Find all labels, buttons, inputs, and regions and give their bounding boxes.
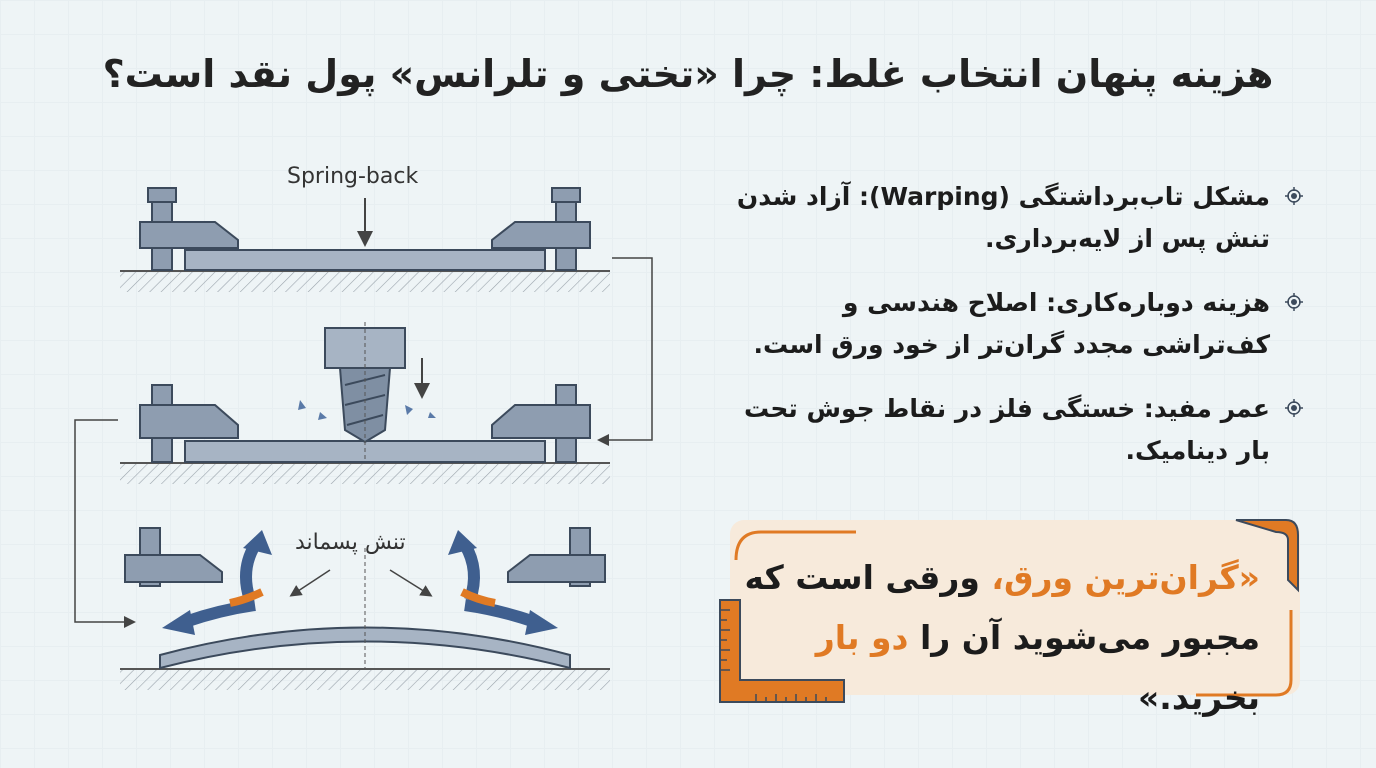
panel-warped-plate bbox=[120, 527, 610, 690]
panel-milling bbox=[120, 322, 610, 484]
bullet-text: عمر مفید: خستگی فلز در نقاط جوش تحت بار … bbox=[743, 394, 1270, 465]
quote-highlight-1: گران‌ترین ورق، bbox=[991, 558, 1239, 597]
bullet-item: مشکل تاب‌برداشتگی (Warping): آزاد شدن تن… bbox=[720, 176, 1303, 260]
quote-text: «گران‌ترین ورق، ورقی است که مجبور می‌شوی… bbox=[730, 548, 1260, 728]
end-mill-icon bbox=[324, 327, 406, 444]
target-bullet-icon bbox=[1285, 399, 1303, 417]
quote-end: بخرید.» bbox=[1137, 678, 1260, 717]
clamp-right bbox=[491, 187, 591, 271]
connector-arrow bbox=[74, 419, 136, 628]
stress-arrow-right-icon bbox=[448, 530, 558, 635]
quote-mark: « bbox=[1238, 558, 1260, 597]
bullet-text: مشکل تاب‌برداشتگی (Warping): آزاد شدن تن… bbox=[736, 182, 1270, 253]
machining-diagram bbox=[74, 187, 653, 690]
bullet-item: هزینه دوباره‌کاری: اصلاح هندسی و کف‌تراش… bbox=[720, 282, 1303, 366]
clamp-left bbox=[139, 187, 239, 271]
residual-stress-label: تنش پسماند bbox=[295, 530, 406, 555]
quote-highlight-2: دو بار bbox=[815, 618, 909, 657]
quote-body: ورقی است که مجبور می‌شوید آن را bbox=[744, 558, 1260, 657]
quote-box: «گران‌ترین ورق، ورقی است که مجبور می‌شوی… bbox=[719, 519, 1300, 717]
bullet-item: عمر مفید: خستگی فلز در نقاط جوش تحت بار … bbox=[720, 388, 1303, 472]
springback-label: Spring-back bbox=[287, 164, 419, 189]
bullet-list: مشکل تاب‌برداشتگی (Warping): آزاد شدن تن… bbox=[720, 176, 1303, 494]
bullet-text: هزینه دوباره‌کاری: اصلاح هندسی و کف‌تراش… bbox=[753, 288, 1270, 359]
target-bullet-icon bbox=[1285, 293, 1303, 311]
panel-clamped-plate bbox=[120, 187, 610, 292]
stress-arrow-left-icon bbox=[162, 530, 272, 635]
target-bullet-icon bbox=[1285, 187, 1303, 205]
ruler-frame-icon bbox=[719, 519, 1299, 703]
page-title: هزینه پنهان انتخاب غلط: چرا «تختی و تلرا… bbox=[102, 52, 1274, 96]
connector-arrow bbox=[597, 257, 653, 446]
